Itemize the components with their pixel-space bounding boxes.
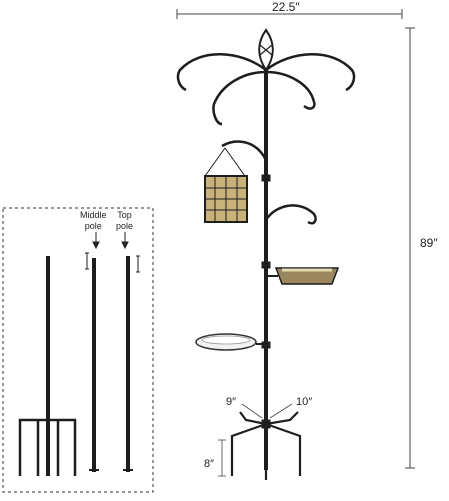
width-dimension-label: 22.5″ bbox=[272, 0, 300, 14]
base-dimension-lines bbox=[218, 403, 293, 477]
base-stabilizer-legs bbox=[230, 411, 302, 480]
middle-pole-label-line2: pole bbox=[84, 221, 102, 231]
height-dimension-label: 89″ bbox=[420, 236, 438, 250]
parts-box bbox=[2, 207, 154, 493]
width-dimension-line bbox=[176, 9, 403, 19]
middle-pole-label: Middle pole bbox=[80, 210, 107, 232]
bird-bath bbox=[195, 333, 264, 351]
middle-pole-part bbox=[85, 252, 99, 472]
seed-tray-feeder bbox=[266, 267, 340, 285]
part-label-arrows bbox=[92, 232, 129, 250]
base-left-dimension-label: 9″ bbox=[226, 396, 237, 408]
height-dimension-line bbox=[405, 27, 415, 469]
suet-cage-feeder bbox=[204, 147, 248, 223]
top-pole-label: Top pole bbox=[116, 210, 133, 232]
bottom-pole-part bbox=[18, 256, 77, 476]
top-pole-part bbox=[123, 255, 140, 472]
middle-pole-label-line1: Middle bbox=[80, 210, 107, 220]
base-right-dimension-label: 10″ bbox=[296, 396, 313, 408]
main-pole bbox=[176, 28, 356, 470]
top-pole-label-line2: pole bbox=[116, 221, 134, 231]
stake-dimension-label: 8″ bbox=[204, 458, 215, 470]
top-pole-label-line1: Top bbox=[117, 210, 132, 220]
